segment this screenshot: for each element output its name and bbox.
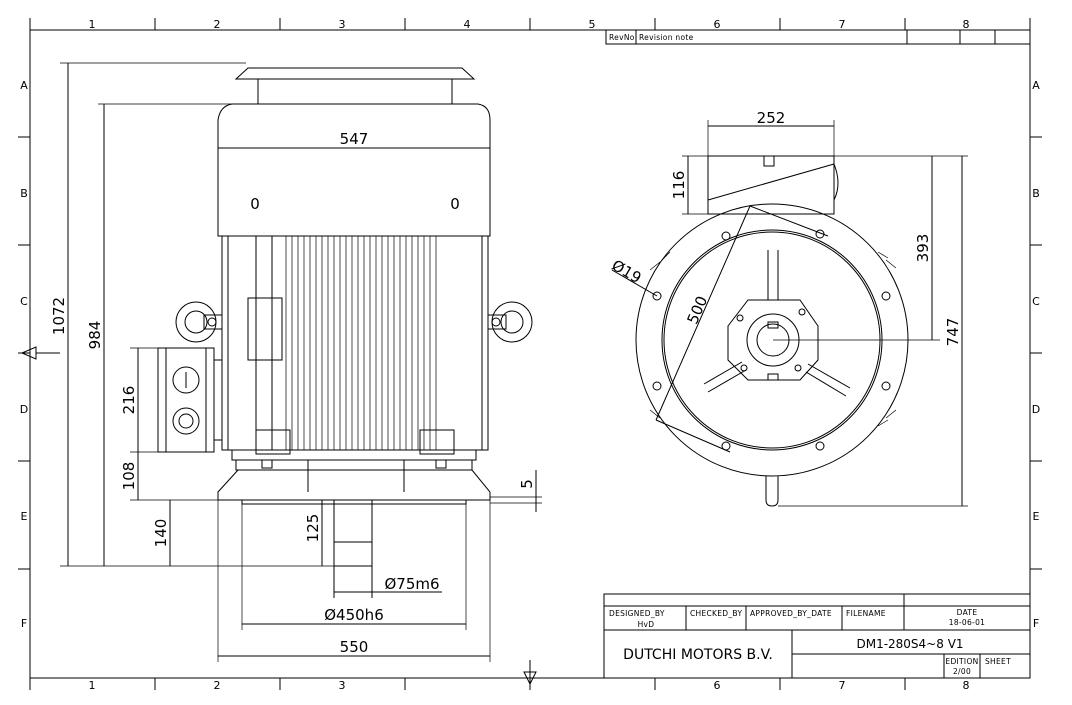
zone-number-top: 4	[464, 18, 471, 31]
dim-550: 550	[340, 638, 369, 656]
title-block: DESIGNED_BY HvD CHECKED_BY APPROVED_BY_D…	[603, 593, 1031, 679]
zone-labels: 1 2 3 4 5 6 7 8 1 2 3 6 7 8 A B C D E F …	[20, 18, 1040, 692]
revision-note-label: Revision note	[639, 33, 694, 42]
zone-number-top: 5	[589, 18, 596, 31]
date-label: DATE	[957, 608, 978, 617]
dim-393: 393	[914, 234, 932, 263]
zone-letter-right: F	[1033, 617, 1039, 630]
zone-letter-right: D	[1032, 403, 1040, 416]
drawing-number: DM1-280S4~8 V1	[856, 637, 963, 651]
front-dimensions: 547 1072 984 216 108 140 125 5 Ø75m6	[50, 62, 542, 662]
zone-number-bottom: 1	[89, 679, 96, 692]
designed-by-value: HvD	[638, 620, 655, 629]
fan-mark-left: 0	[250, 195, 260, 213]
zone-letter-left: B	[20, 187, 28, 200]
date-value: 18-06-01	[949, 618, 985, 627]
zone-number-top: 7	[839, 18, 846, 31]
side-view	[635, 155, 909, 507]
dim-500: 500	[684, 293, 712, 326]
dim-1072: 1072	[50, 297, 68, 335]
zone-number-top: 1	[89, 18, 96, 31]
dim-984: 984	[86, 321, 104, 350]
zone-number-bottom: 6	[714, 679, 721, 692]
zone-number-bottom: 7	[839, 679, 846, 692]
zone-letter-right: E	[1033, 510, 1040, 523]
revision-table: RevNo Revision note	[605, 29, 1031, 45]
zone-letter-right: B	[1032, 187, 1040, 200]
zone-letter-left: A	[20, 79, 28, 92]
dim-747: 747	[944, 318, 962, 347]
dim-125: 125	[304, 514, 322, 543]
cooling-fins	[285, 235, 437, 451]
dim-spigot-diameter: Ø450h6	[324, 606, 384, 624]
dim-116: 116	[670, 171, 688, 200]
zone-letter-left: C	[20, 295, 28, 308]
dim-140: 140	[152, 519, 170, 548]
edition-label: EDITION	[945, 657, 978, 666]
zone-letter-left: E	[21, 510, 28, 523]
fan-mark-right: 0	[450, 195, 460, 213]
dim-5: 5	[518, 479, 536, 489]
zone-letter-left: D	[20, 403, 28, 416]
designed-by-label: DESIGNED_BY	[609, 609, 665, 618]
drawing-frame	[18, 18, 1042, 690]
filename-label: FILENAME	[846, 609, 886, 618]
sheet-label: SHEET	[985, 657, 1011, 666]
approved-label: APPROVED_BY_DATE	[750, 609, 832, 618]
zone-number-top: 2	[214, 18, 221, 31]
zone-letter-right: A	[1032, 79, 1040, 92]
zone-number-top: 3	[339, 18, 346, 31]
rev-no-label: RevNo	[609, 33, 635, 42]
zone-letter-right: C	[1032, 295, 1040, 308]
dim-108: 108	[120, 462, 138, 491]
company-name: DUTCHI MOTORS B.V.	[623, 647, 773, 663]
dim-hole-diameter: Ø19	[609, 256, 645, 287]
zone-number-bottom: 8	[963, 679, 970, 692]
zone-number-top: 6	[714, 18, 721, 31]
zone-number-bottom: 3	[339, 679, 346, 692]
zone-letter-left: F	[21, 617, 27, 630]
zone-number-top: 8	[963, 18, 970, 31]
zone-number-bottom: 2	[214, 679, 221, 692]
edition-value: 2/00	[953, 667, 971, 676]
dim-shaft-diameter: Ø75m6	[384, 575, 439, 593]
dim-252: 252	[757, 109, 786, 127]
dim-547: 547	[340, 130, 369, 148]
dim-216: 216	[120, 386, 138, 415]
checked-by-label: CHECKED_BY	[690, 609, 742, 618]
housing-ribs	[649, 251, 897, 427]
